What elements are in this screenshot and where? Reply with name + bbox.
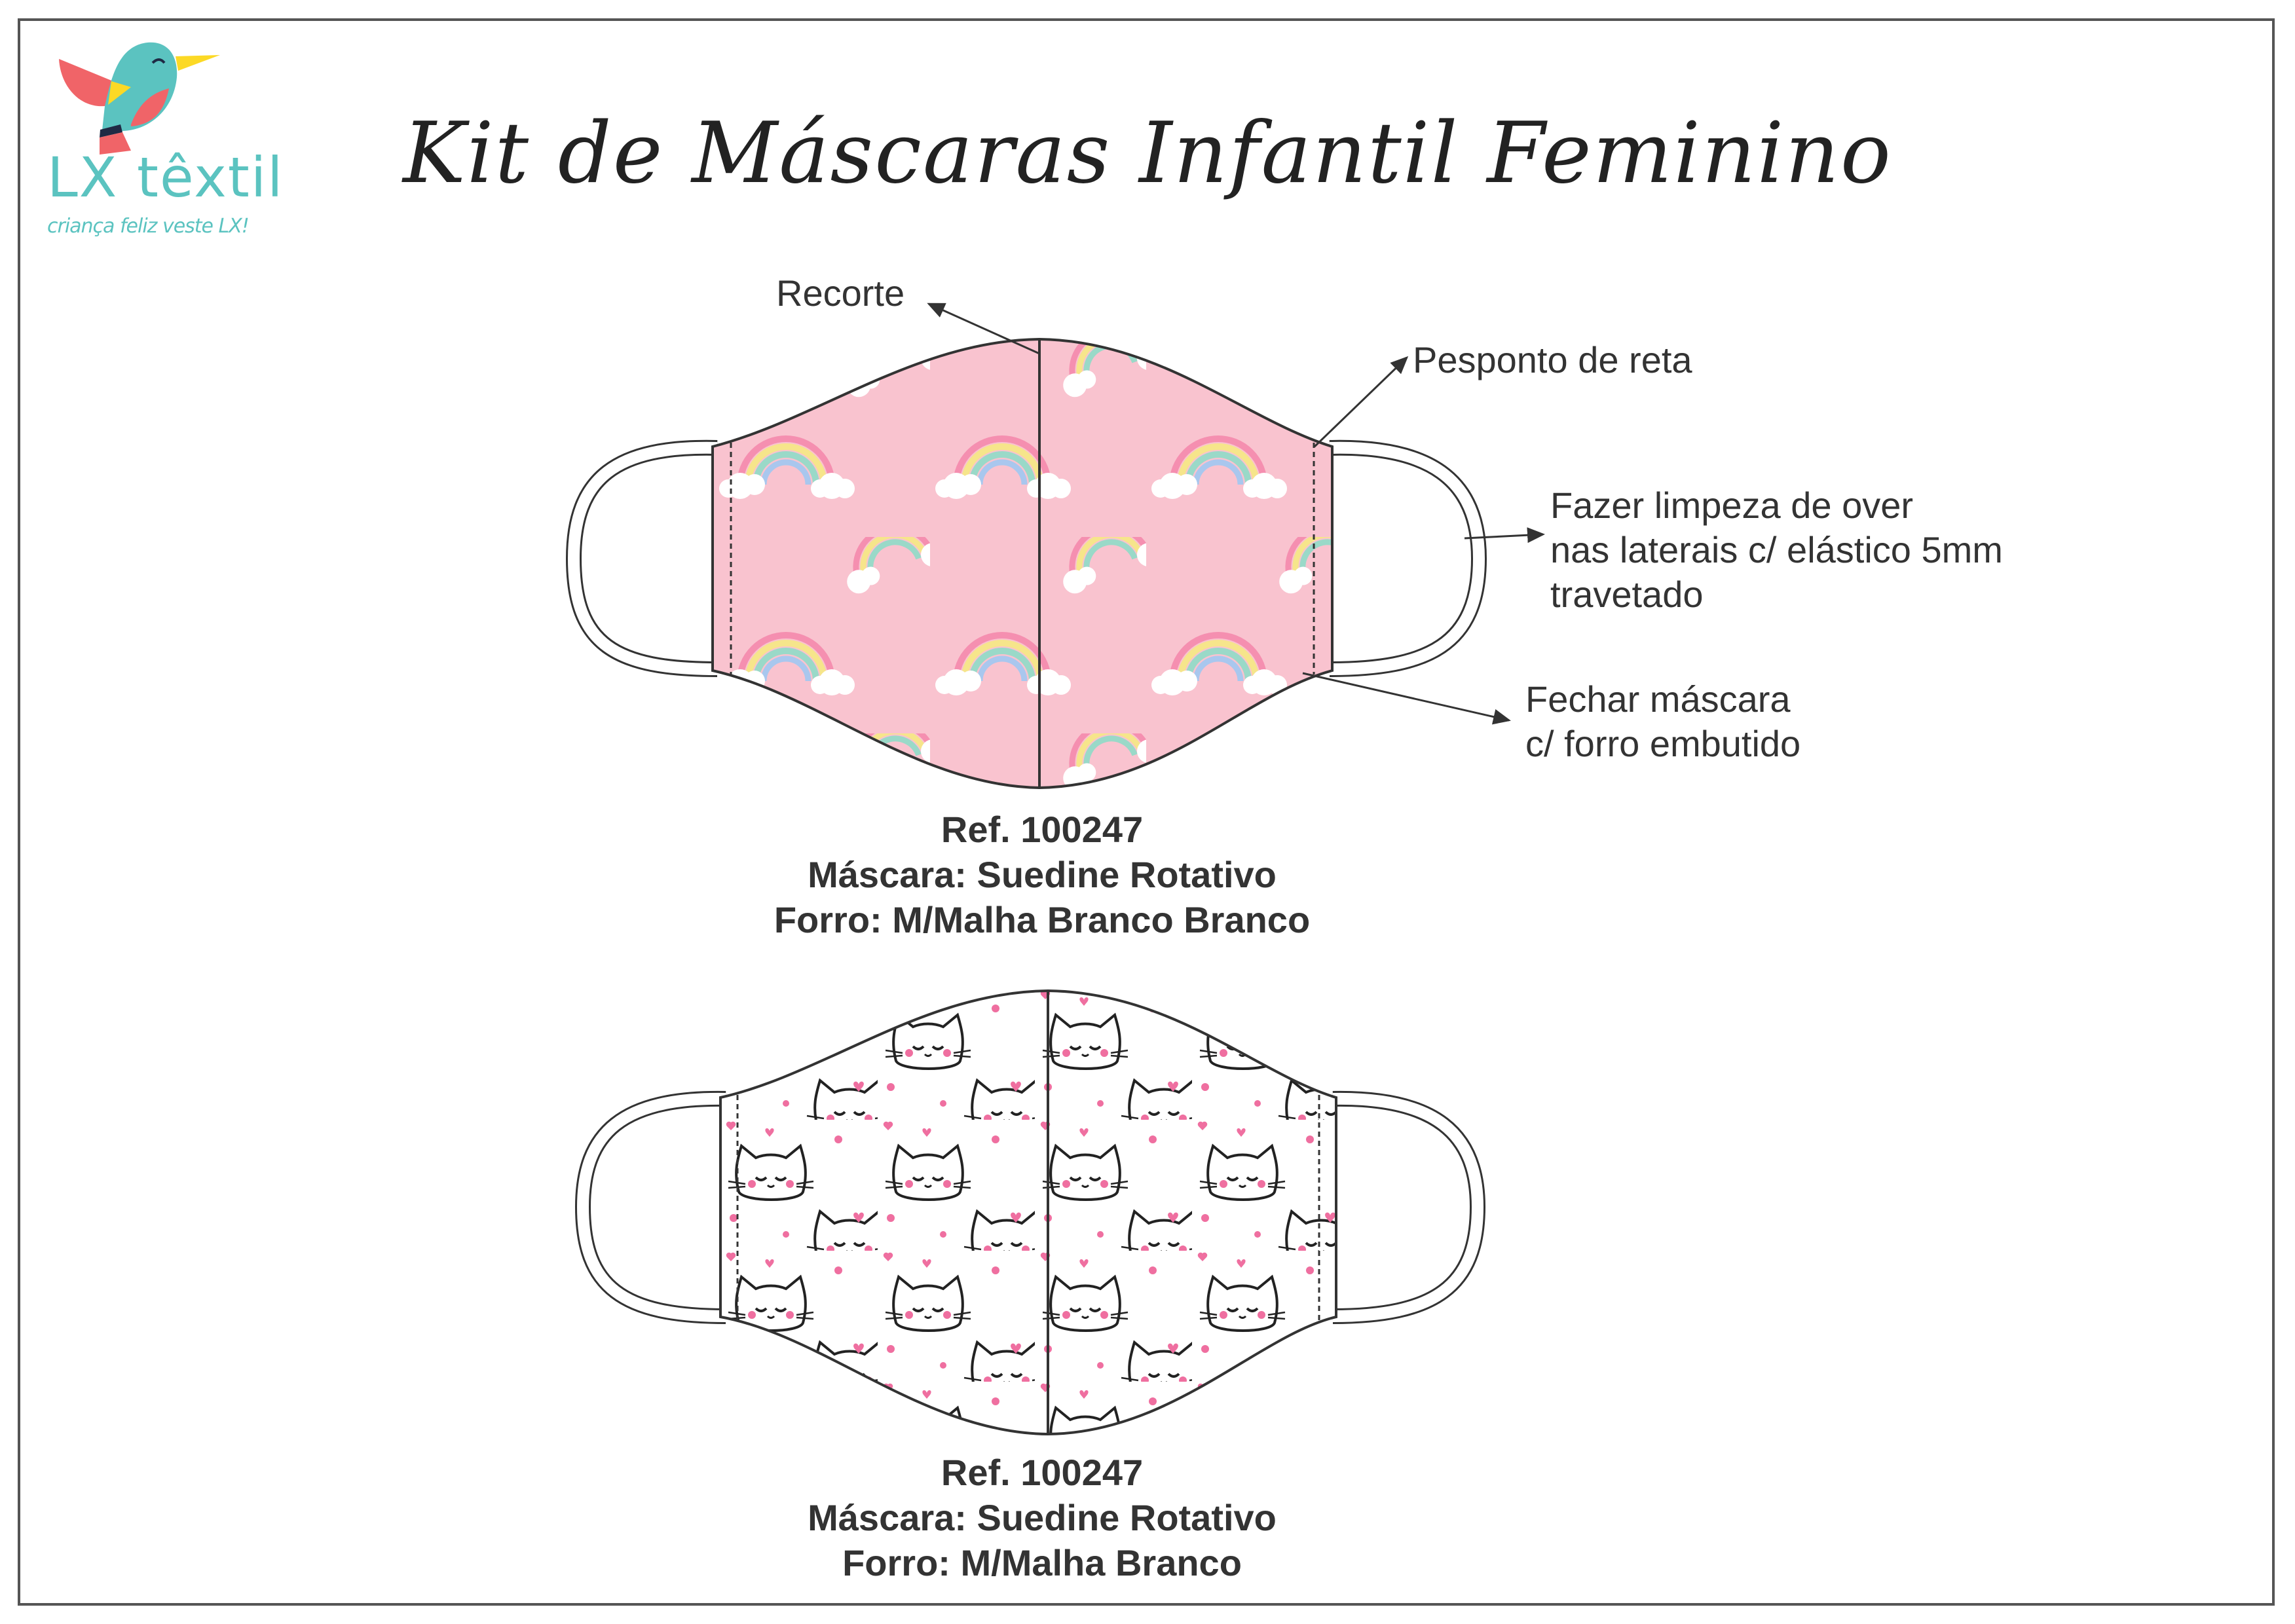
mask-fabric: Máscara: Suedine Rotativo [808, 1497, 1277, 1538]
mask-2-body [719, 989, 1337, 1436]
logo-hummingbird-icon [59, 42, 220, 155]
callout-line: travetado [1550, 574, 1704, 615]
mask-1-body [711, 337, 1334, 790]
lining-fabric: Forro: M/Malha Branco [842, 1542, 1242, 1583]
callout-line: Fazer limpeza de over [1550, 485, 1914, 526]
callout-line: nas laterais c/ elástico 5mm [1550, 529, 2003, 570]
ref-number: Ref. 100247 [941, 1452, 1144, 1493]
callout-recorte: Recorte [776, 272, 905, 314]
mask-2-ear-loops [574, 1090, 1486, 1324]
mask-1-ear-loops [565, 439, 1487, 677]
callout-line: c/ forro embutido [1525, 723, 1801, 764]
callout-pesponto: Pesponto de reta [1413, 339, 1692, 380]
logo-tagline: criança feliz veste LX! [47, 215, 250, 238]
mask-1-spec: Ref. 100247 Máscara: Suedine Rotativo Fo… [649, 807, 1435, 942]
mask-fabric: Máscara: Suedine Rotativo [808, 854, 1277, 895]
callout-limpeza: Fazer limpeza de over nas laterais c/ el… [1550, 483, 2003, 617]
lining-fabric: Forro: M/Malha Branco Branco [774, 899, 1311, 940]
callout-arrows [927, 303, 1545, 725]
mask-2-spec: Ref. 100247 Máscara: Suedine Rotativo Fo… [649, 1450, 1435, 1585]
callout-line: Fechar máscara [1525, 678, 1791, 720]
callout-fechar: Fechar máscara c/ forro embutido [1525, 677, 1801, 766]
page-title: Kit de Máscaras Infantil Feminino [403, 105, 1892, 202]
ref-number: Ref. 100247 [941, 809, 1144, 850]
logo-name: LX têxtil [47, 145, 284, 210]
page-border [18, 18, 2275, 1606]
